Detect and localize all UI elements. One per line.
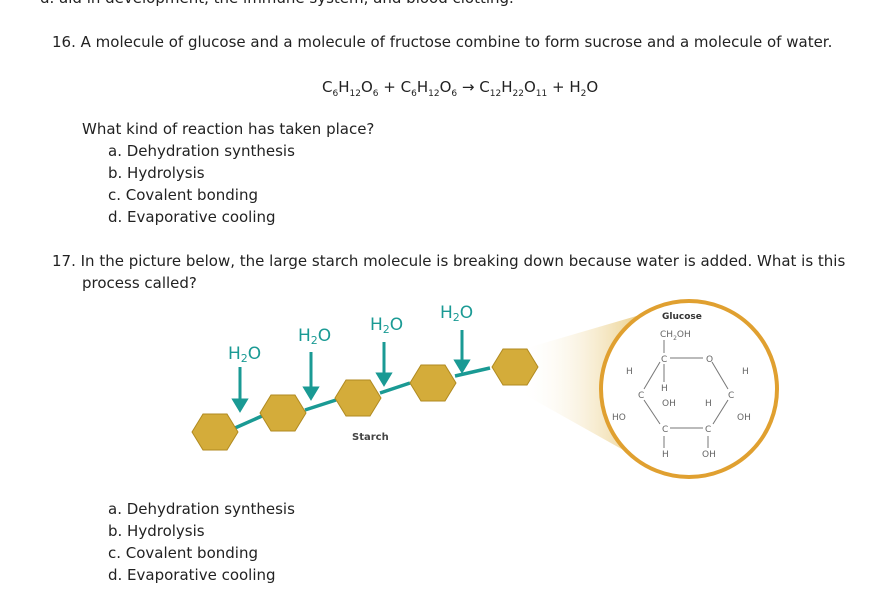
water-arrows <box>231 330 471 413</box>
svg-text:H: H <box>661 384 668 394</box>
svg-text:C: C <box>662 425 668 435</box>
svg-text:O: O <box>706 355 713 365</box>
svg-text:H: H <box>705 399 712 409</box>
svg-text:C: C <box>661 355 667 365</box>
water-label: H2O <box>298 326 331 347</box>
water-label: H2O <box>370 315 403 336</box>
previous-option-line: d. aid in development, the immune system… <box>40 0 514 8</box>
svg-text:OH: OH <box>702 450 716 460</box>
q17-option-a[interactable]: a. Dehydration synthesis <box>108 500 295 518</box>
q17-option-c[interactable]: c. Covalent bonding <box>108 544 258 562</box>
equation: C6H12O6 + C6H12O6 → C12H22O11 + H2O <box>322 78 599 99</box>
question-16-prompt: What kind of reaction has taken place? <box>82 120 375 138</box>
svg-text:OH: OH <box>737 413 751 423</box>
glucose-hexagon <box>334 379 382 417</box>
question-17-line2: process called? <box>82 274 197 292</box>
q16-option-b[interactable]: b. Hydrolysis <box>108 164 205 182</box>
q17-option-d[interactable]: d. Evaporative cooling <box>108 566 276 584</box>
q16-option-a[interactable]: a. Dehydration synthesis <box>108 142 295 160</box>
svg-text:H: H <box>662 450 669 460</box>
question-16: 16. A molecule of glucose and a molecule… <box>52 33 833 51</box>
bonds <box>234 366 491 430</box>
q17-option-b[interactable]: b. Hydrolysis <box>108 522 205 540</box>
glucose-zoom-circle <box>599 299 779 479</box>
svg-text:C: C <box>638 391 644 401</box>
svg-text:Glucose: Glucose <box>662 312 702 322</box>
svg-text:CH2OH: CH2OH <box>660 330 691 342</box>
svg-text:H: H <box>626 367 633 377</box>
question-17-line1: 17. In the picture below, the large star… <box>52 252 846 270</box>
glucose-hexagon <box>191 413 239 451</box>
glucose-hexagon <box>259 394 307 432</box>
q16-option-c[interactable]: c. Covalent bonding <box>108 186 258 204</box>
water-label: H2O <box>228 344 261 365</box>
glucose-structure: Glucose CH2OH C O H H H C C OH H HO OH C C H OH <box>612 312 751 460</box>
glucose-hexagon <box>491 348 539 386</box>
glucose-hexagon <box>409 364 457 402</box>
q16-option-d[interactable]: d. Evaporative cooling <box>108 208 276 226</box>
svg-text:C: C <box>705 425 711 435</box>
water-label: H2O <box>440 303 473 324</box>
svg-text:C: C <box>728 391 734 401</box>
svg-text:HO: HO <box>612 413 626 423</box>
svg-text:OH: OH <box>662 399 676 409</box>
starch-label: Starch <box>352 432 389 443</box>
svg-text:H: H <box>742 367 749 377</box>
